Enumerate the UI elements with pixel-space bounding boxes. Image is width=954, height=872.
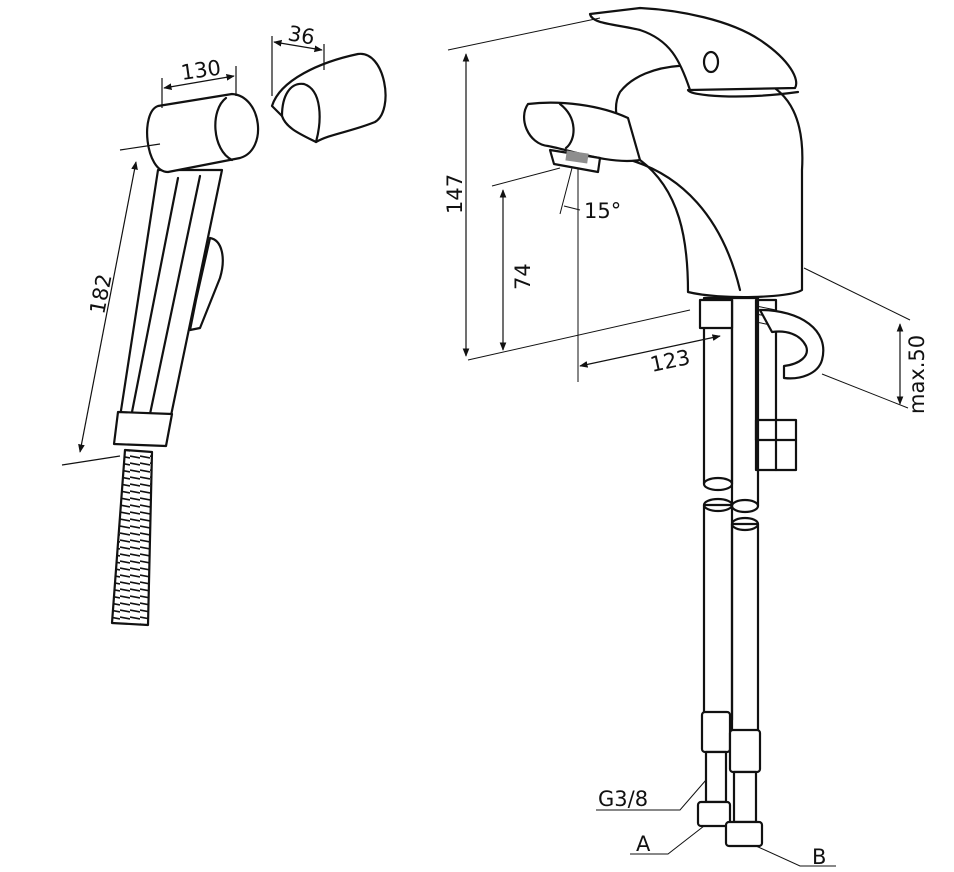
- clamp-plate: [758, 308, 825, 380]
- shower-head: [146, 92, 260, 174]
- dim-spout-height: 74: [511, 263, 535, 290]
- dim-holder-width: 130: [179, 56, 222, 85]
- dim-bracket-width: 36: [286, 21, 316, 49]
- wall-bracket: 36: [270, 21, 387, 144]
- callouts: G3/8 A B: [596, 779, 836, 869]
- dim-spout-angle: 15°: [584, 199, 621, 223]
- spout: [523, 101, 642, 163]
- mounting-hardware: [754, 298, 825, 472]
- dim-faucet-height: 147: [443, 174, 467, 214]
- hose-b-upper: [730, 296, 760, 508]
- dim-max-countertop: max.50: [905, 335, 929, 414]
- bracket-body: [270, 52, 387, 144]
- dim-shower-length: 182: [85, 272, 116, 316]
- faucet-dimensions: 147 74 15° 123 max.50: [443, 17, 929, 414]
- label-hose-b: B: [812, 845, 826, 869]
- flex-hoses: [696, 296, 764, 848]
- hose-a-lower: [702, 503, 734, 722]
- label-hose-a: A: [636, 832, 651, 856]
- faucet: [523, 6, 804, 299]
- hand-shower: 130 182: [61, 56, 260, 627]
- fitting-nut-b: [724, 820, 764, 848]
- lever-hole: [702, 50, 720, 74]
- faucet-body: [615, 64, 804, 299]
- fitting-nut-a: [696, 800, 732, 828]
- hose-b-lower: [730, 522, 760, 742]
- lever-handle: [588, 6, 798, 92]
- shower-trigger: [188, 236, 224, 332]
- shower-hose: [110, 448, 154, 627]
- label-thread: G3/8: [598, 787, 648, 811]
